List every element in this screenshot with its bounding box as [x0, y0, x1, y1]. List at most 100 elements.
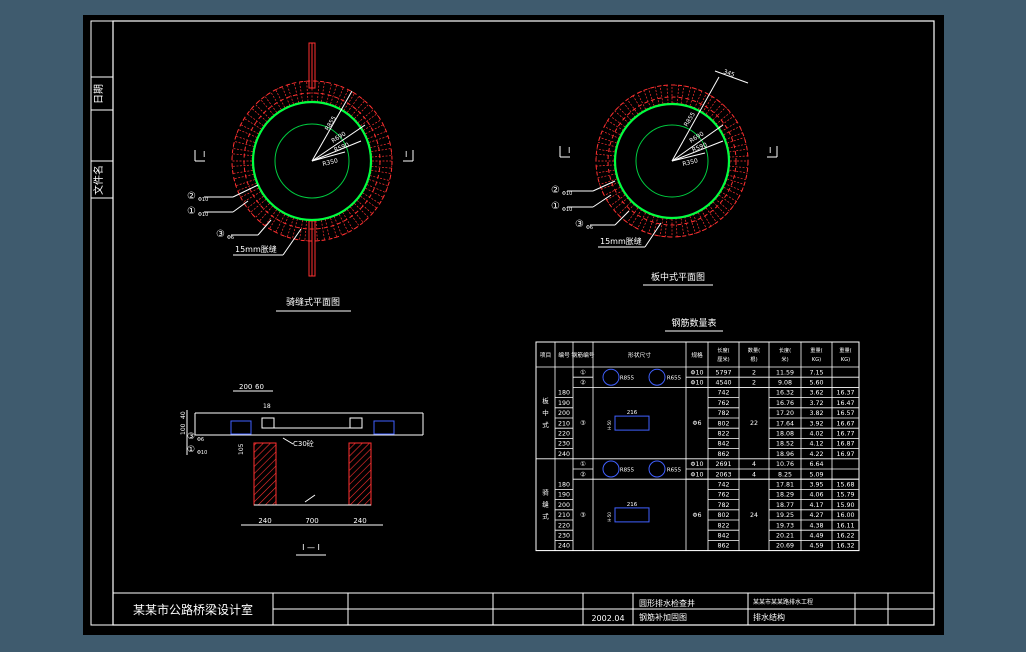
well-opening — [274, 123, 350, 199]
stirrup — [320, 81, 332, 104]
ring-shape — [648, 460, 666, 478]
table-cell: 240 — [558, 543, 570, 550]
table-header: KG) — [812, 357, 821, 363]
table-cell: 4.02 — [809, 431, 823, 438]
stirrup — [726, 137, 747, 149]
frame-seat-left — [261, 417, 275, 429]
table-cell: 18.96 — [776, 451, 794, 458]
table-cell: 15.90 — [836, 502, 854, 509]
table-cell: 802 — [717, 420, 729, 427]
table-cell: Φ10 — [691, 380, 704, 387]
callout-spec: Φ6 — [586, 225, 593, 231]
table-cell: 4540 — [715, 380, 731, 387]
frame-seat-right — [349, 417, 363, 429]
table-cell: 18.29 — [776, 492, 794, 499]
stirrup — [232, 141, 255, 153]
table-cell: 842 — [717, 533, 729, 540]
table-cell: 19.25 — [776, 512, 794, 519]
table-cell: 20.21 — [776, 533, 794, 540]
stirrup — [596, 141, 617, 153]
table-cell: 6.64 — [809, 461, 823, 468]
table-cell: 230 — [558, 441, 570, 448]
group-name: 板 — [542, 396, 549, 405]
stirrup — [723, 126, 744, 140]
date-label: 日期 — [93, 84, 105, 104]
table-cell: 180 — [558, 482, 570, 489]
table-cell: 24 — [750, 512, 758, 519]
outer-rebar-ring — [231, 80, 393, 242]
table-cell: 4 — [752, 461, 756, 468]
table-cell: 8.25 — [778, 471, 792, 478]
callout-spec: Φ10 — [198, 212, 208, 218]
table-cell: 3.92 — [809, 420, 823, 427]
dimension-line — [714, 70, 749, 84]
callout-num: ② — [551, 185, 560, 196]
table-cell: Φ10 — [691, 471, 704, 478]
cad-drawing: 日期 文件名 R855 R690 R590 R350 I I ② — [90, 20, 935, 626]
table-cell: 862 — [717, 451, 729, 458]
radius-line-r690 — [311, 124, 366, 162]
stirrup-side: H-50 — [607, 512, 612, 522]
plan-title-right: 板中式平面图 — [651, 271, 705, 283]
table-cell: 4.12 — [809, 441, 823, 448]
table-cell: 20.69 — [776, 543, 794, 550]
table-cell: Φ6 — [693, 512, 702, 519]
stirrup — [648, 86, 660, 107]
group-name: 骑 — [542, 488, 549, 497]
stirrup — [315, 219, 325, 242]
radius-line-r690 — [671, 124, 724, 162]
radius-line-r855 — [311, 90, 353, 162]
table-cell: 4.27 — [809, 512, 823, 519]
section-mark-left: I — [559, 146, 570, 158]
stirrup — [304, 220, 313, 242]
company-name: 某某市公路桥梁设计室 — [133, 602, 253, 617]
callout-spec: Φ10 — [562, 207, 572, 213]
table-cell: 3.95 — [809, 482, 823, 489]
stirrup-shape — [614, 415, 650, 431]
inner-frame — [112, 20, 935, 626]
radius-label: R855 — [324, 115, 338, 132]
stirrup — [697, 92, 713, 113]
table-cell: ③ — [580, 420, 586, 427]
table-cell: 11.59 — [776, 369, 794, 376]
stirrup — [641, 213, 655, 234]
table-header: 重量( — [810, 346, 822, 354]
svg-text:I: I — [203, 150, 205, 159]
table-cell: 742 — [717, 482, 729, 489]
well-wall-ring — [251, 100, 373, 222]
radius-line-r350 — [671, 152, 706, 162]
plan-riding-joint: R855 R690 R590 R350 I I ② Φ10 ① Φ10 ③ Φ6… — [187, 42, 414, 312]
callout-spec: Φ10 — [198, 197, 208, 203]
table-cell: 16.00 — [836, 512, 854, 519]
stirrup — [705, 99, 723, 118]
stirrup-dim: 216 — [627, 410, 638, 416]
title-block: 某某市公路桥梁设计室 2002.04 圆形排水检查井 钢筋补加固图 某某市某某路… — [113, 592, 934, 625]
radius-label: R350 — [322, 157, 339, 168]
table-cell: 16.47 — [836, 400, 854, 407]
stirrup-shape — [614, 507, 650, 523]
callout-spec: Φ10 — [562, 191, 572, 197]
well-wall-ring — [613, 102, 731, 220]
svg-text:I: I — [405, 150, 407, 159]
table-cell: 190 — [558, 400, 570, 407]
radius-line-r590 — [671, 140, 724, 162]
table-header: 规格 — [691, 351, 703, 359]
stirrup — [369, 169, 392, 181]
dim-label: 105 — [238, 443, 245, 455]
table-cell: 862 — [717, 543, 729, 550]
stirrup — [371, 160, 393, 169]
table-cell: 16.67 — [836, 420, 854, 427]
table-header: 重量( — [839, 346, 851, 354]
ring-label: R855 — [620, 376, 635, 382]
table-cell: 762 — [717, 400, 729, 407]
stirrup — [595, 153, 615, 162]
table-cell: Φ6 — [693, 420, 702, 427]
stirrup — [631, 209, 647, 230]
stirrup — [286, 82, 300, 105]
rebar-quantity-table: 钢筋数量表 项目编号钢筋编号形状尺寸规格长度(厘米)数量(根)长度(米)重量(K… — [535, 317, 860, 552]
table-cell: 5797 — [715, 369, 731, 376]
outer-frame — [90, 20, 935, 626]
table-cell: Φ10 — [691, 461, 704, 468]
table-cell: 782 — [717, 410, 729, 417]
table-cell: 4.22 — [809, 451, 823, 458]
